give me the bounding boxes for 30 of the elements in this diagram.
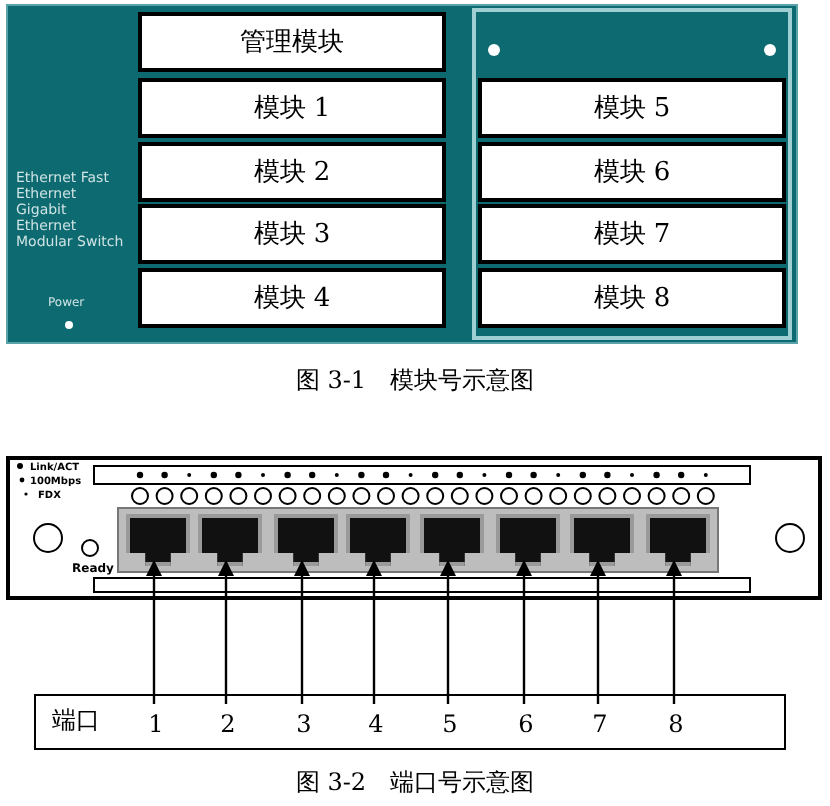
port-number: 8 xyxy=(656,706,696,742)
port-number: 2 xyxy=(208,706,248,742)
module-slot: 模块 1 xyxy=(138,78,446,138)
module-slot: 模块 4 xyxy=(138,268,446,328)
arrow xyxy=(666,560,682,704)
port-label-box xyxy=(34,694,786,750)
arrow xyxy=(516,560,532,704)
module-slot: 模块 2 xyxy=(138,142,446,202)
port-number: 4 xyxy=(356,706,396,742)
module-slot: 模块 5 xyxy=(478,78,786,138)
module-slot: 模块 8 xyxy=(478,268,786,328)
module-slot: 模块 3 xyxy=(138,204,446,264)
port-number: 1 xyxy=(136,706,176,742)
port-number: 6 xyxy=(506,706,546,742)
arrow xyxy=(590,560,606,704)
module-slot: 模块 6 xyxy=(478,142,786,202)
port-number: 3 xyxy=(284,706,324,742)
arrow xyxy=(440,560,456,704)
switch-chassis xyxy=(6,4,798,344)
port-number: 5 xyxy=(430,706,470,742)
arrow xyxy=(218,560,234,704)
port-number: 7 xyxy=(580,706,620,742)
arrow xyxy=(146,560,162,704)
figure-caption: 图 3-1 模块号示意图 xyxy=(293,364,537,398)
port-heading: 端口 xyxy=(52,708,100,736)
module-slot: 模块 7 xyxy=(478,204,786,264)
module-slot: 管理模块 xyxy=(138,12,446,72)
arrow xyxy=(294,560,310,704)
arrow xyxy=(366,560,382,704)
figure-caption: 图 3-2 端口号示意图 xyxy=(293,766,537,800)
